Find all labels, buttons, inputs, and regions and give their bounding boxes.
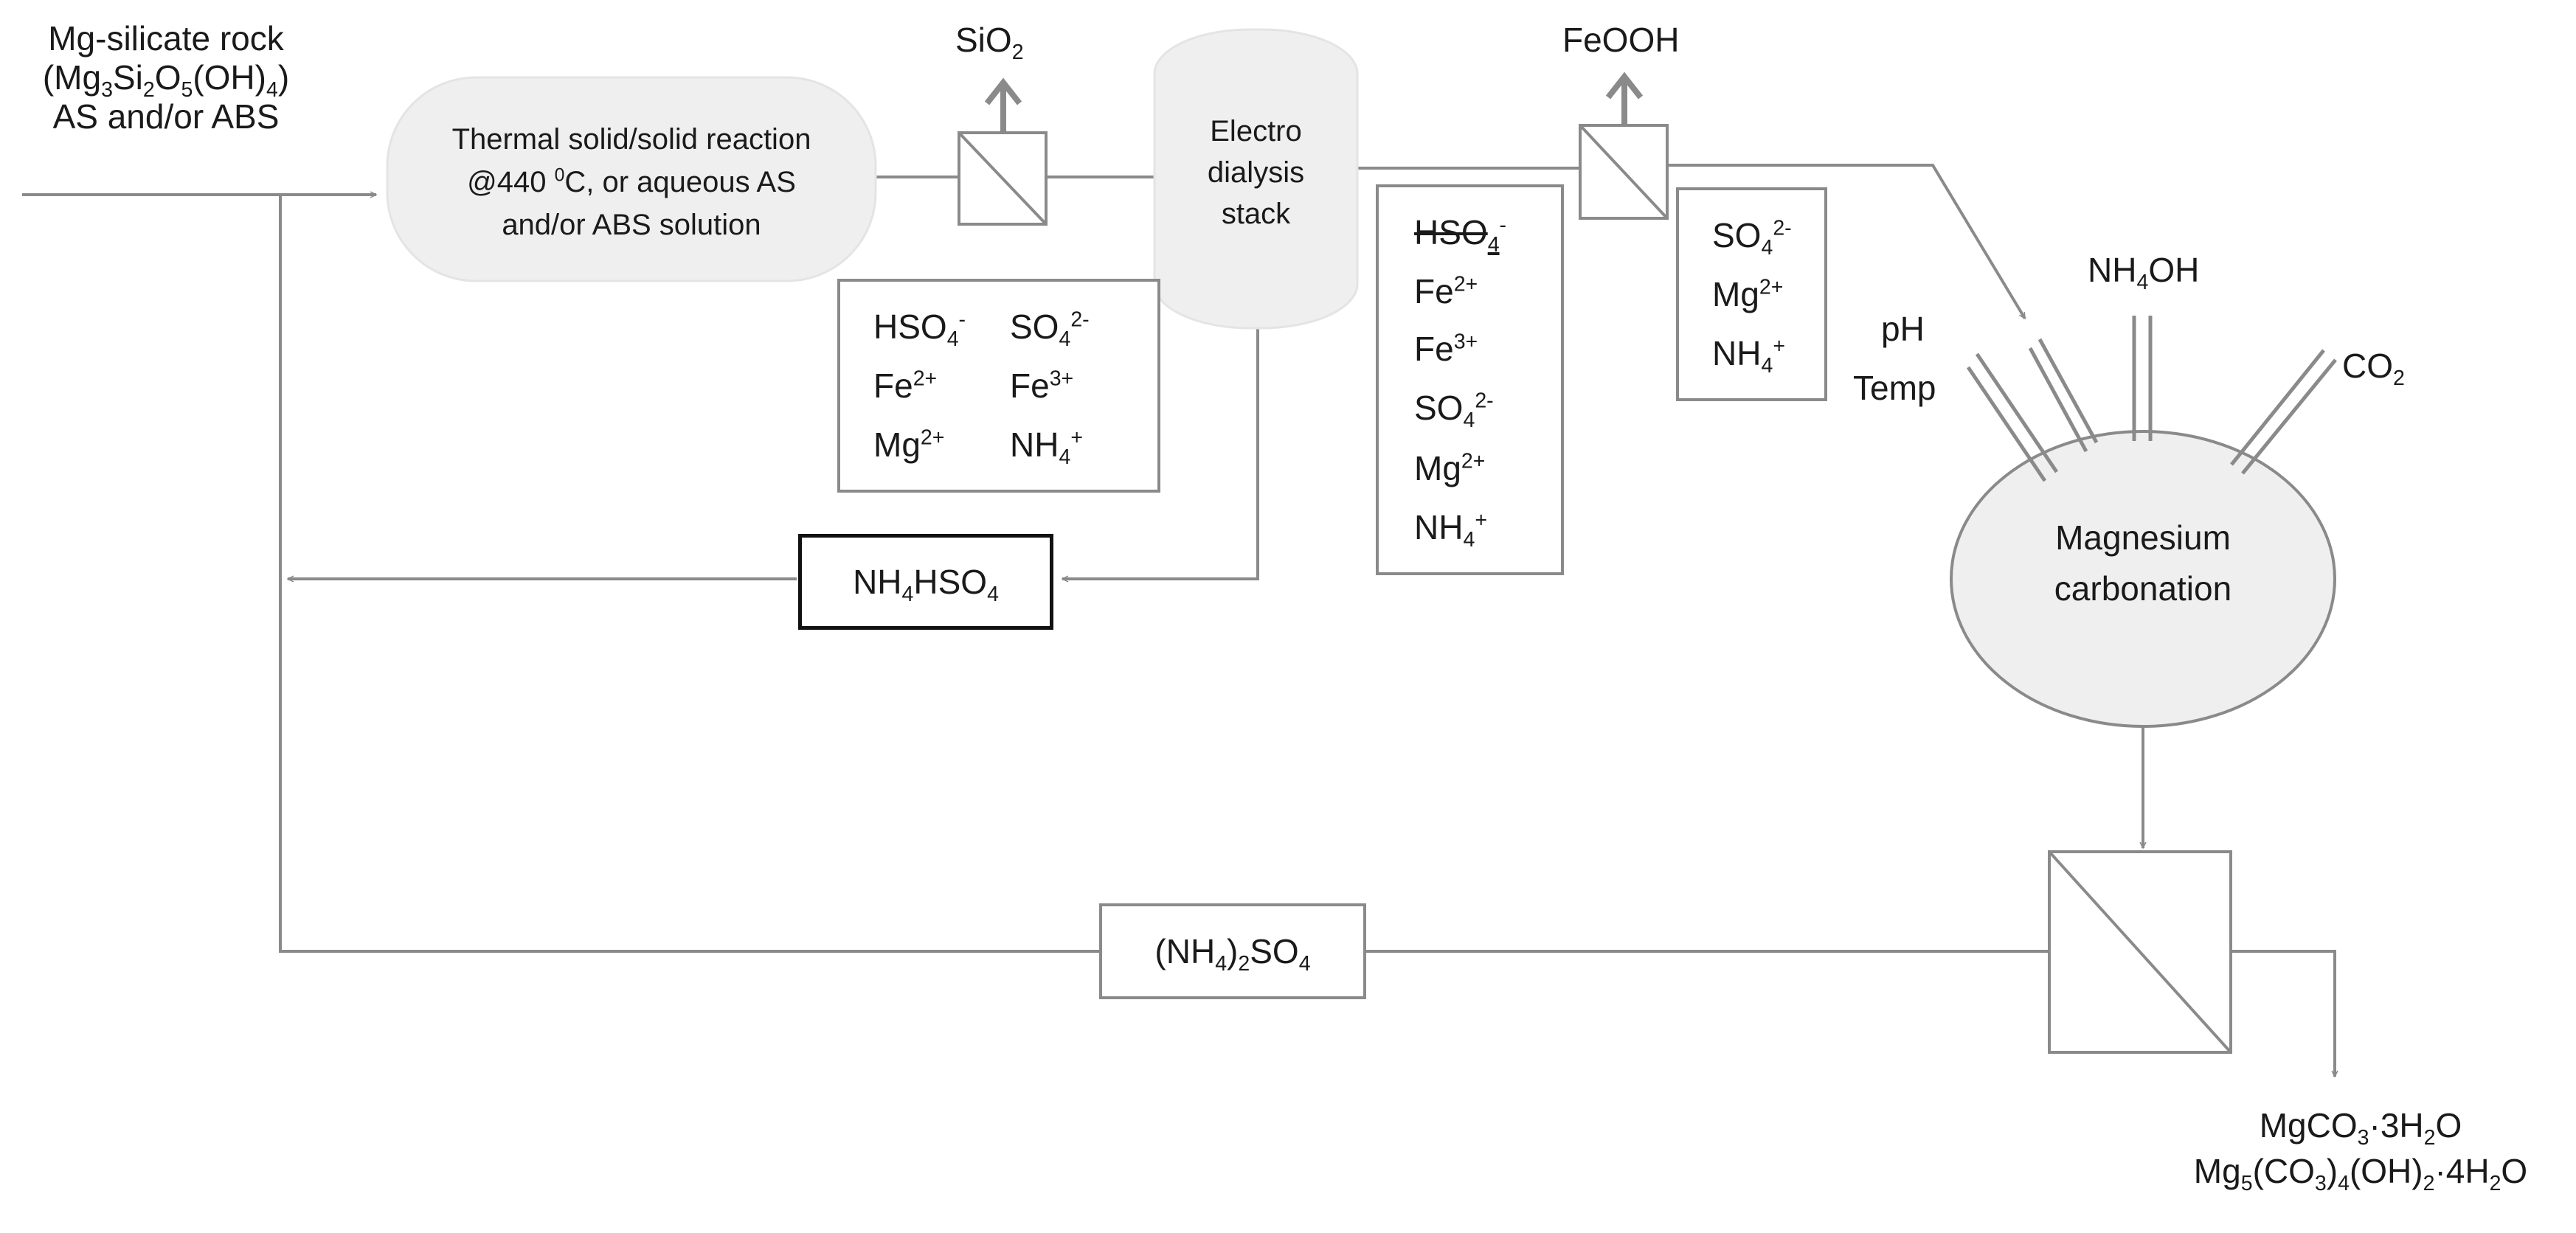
carbonation-label: Magnesium carbonation (2054, 518, 2232, 608)
carbonation-vessel (1950, 430, 2336, 728)
sio2-arrow (984, 77, 1022, 133)
ion-nh4: NH4+ (1712, 334, 1785, 378)
ed-down-line (1062, 324, 1259, 579)
ph-label: pH (1881, 310, 1925, 348)
ion-nh4: NH4+ (1414, 508, 1487, 552)
ions-after-ed-box: HSO4- Fe2+ Fe3+ SO42- Mg2+ NH4+ (1376, 184, 1564, 575)
ph-probe-line-2 (1966, 366, 2047, 482)
co2-inlet-line-1 (2230, 349, 2325, 466)
abs-recycle-box: NH4HSO4 (798, 534, 1053, 630)
filter2-out-line (1669, 164, 2026, 319)
ion-hso4: HSO4- (873, 308, 966, 352)
feed-formula: (Mg3Si2O5(OH)4) (42, 58, 290, 103)
products-label: MgCO3·3H2O Mg5(CO3)4(OH)2·4H2O (2154, 1102, 2567, 1196)
recycle-line (279, 195, 1099, 953)
product-hydromagnesite: Mg5(CO3)4(OH)2·4H2O (2193, 1152, 2528, 1196)
feed-label: Mg-silicate rock (Mg3Si2O5(OH)4) AS and/… (0, 19, 332, 136)
electrodialysis-label: Electro dialysis stack (1207, 115, 1305, 230)
feooh-arrow (1605, 72, 1644, 125)
product-out-line (2232, 950, 2335, 1077)
ions-after-reactor-box: HSO4- SO42- Fe2+ Fe3+ Mg2+ NH4+ (837, 279, 1160, 493)
iron-filter (1579, 124, 1669, 220)
ion-mg: Mg2+ (873, 426, 945, 464)
ion-hso4-removed: HSO4- (1414, 213, 1507, 257)
ion-fe3: Fe3+ (1010, 367, 1074, 405)
electrodialysis-shape (1153, 28, 1359, 330)
product-nesquehonite: MgCO3·3H2O (2259, 1106, 2462, 1150)
ion-fe2: Fe2+ (1414, 272, 1478, 310)
as-recycle-box: (NH4)2SO4 (1099, 903, 1366, 999)
sio2-label: SiO2 (955, 21, 1024, 65)
temp-probe-line-1 (2037, 338, 2099, 444)
ions-after-fe-box: SO42- Mg2+ NH4+ (1676, 187, 1827, 401)
ion-so4: SO42- (1010, 308, 1090, 352)
feed-reagent: AS and/or ABS (52, 97, 280, 136)
silica-filter (958, 131, 1048, 226)
temp-label: Temp (1853, 369, 1936, 407)
co2-label: CO2 (2342, 347, 2405, 391)
nh4oh-label: NH4OH (2088, 251, 2200, 295)
ion-mg: Mg2+ (1414, 449, 1486, 487)
reactor-shape (386, 76, 877, 282)
ph-probe-line-1 (1975, 352, 2059, 473)
co2-inlet-line-2 (2241, 358, 2337, 475)
feed-name: Mg-silicate rock (48, 19, 284, 58)
product-filter (2048, 850, 2232, 1054)
feooh-label: FeOOH (1562, 21, 1680, 59)
ion-so4: SO42- (1414, 389, 1494, 433)
ion-so4: SO42- (1712, 216, 1792, 260)
temp-probe-line-2 (2028, 347, 2088, 453)
ion-fe3: Fe3+ (1414, 330, 1478, 368)
ion-mg: Mg2+ (1712, 275, 1784, 313)
ion-fe2: Fe2+ (873, 367, 938, 405)
reactor-label: Thermal solid/solid reaction @440 0C, or… (451, 123, 811, 241)
ion-nh4: NH4+ (1010, 426, 1083, 470)
